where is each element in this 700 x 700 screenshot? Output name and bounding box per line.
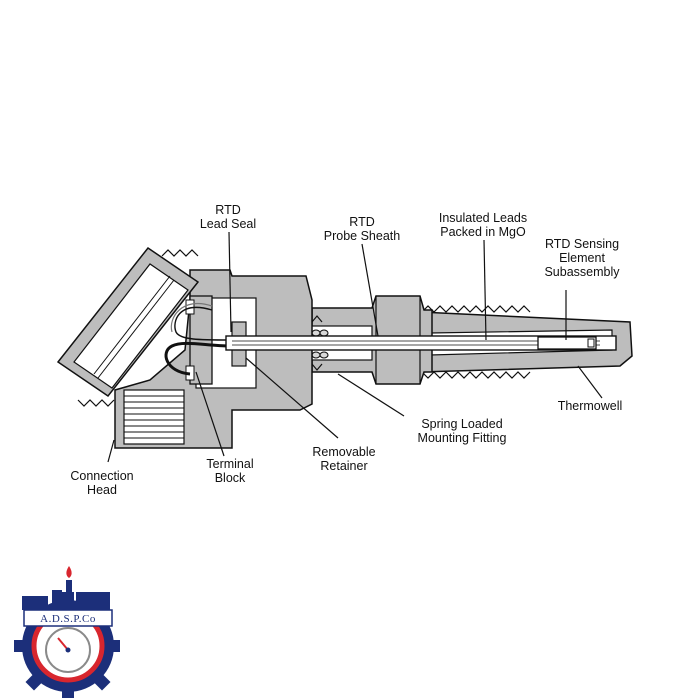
svg-text:Lead Seal: Lead Seal — [200, 217, 256, 231]
svg-text:Spring Loaded: Spring Loaded — [421, 417, 502, 431]
logo-text: A.D.S.P.Co — [40, 613, 96, 625]
svg-text:Insulated Leads: Insulated Leads — [439, 211, 527, 225]
label-terminal-block: Terminal Block — [206, 457, 253, 485]
label-rtd-probe-sheath: RTD Probe Sheath — [324, 215, 400, 243]
svg-text:Head: Head — [87, 483, 117, 497]
rtd-probe-sheath — [225, 321, 617, 367]
label-spring-loaded-fitting: Spring Loaded Mounting Fitting — [418, 417, 507, 445]
label-connection-head: Connection Head — [70, 469, 133, 497]
connection-head — [56, 246, 313, 449]
label-rtd-lead-seal: RTD Lead Seal — [200, 203, 256, 231]
gauge-icon — [45, 627, 91, 673]
svg-text:Thermowell: Thermowell — [558, 399, 623, 413]
factory-icon — [22, 566, 110, 610]
svg-text:Terminal: Terminal — [206, 457, 253, 471]
svg-text:RTD: RTD — [215, 203, 240, 217]
svg-text:Retainer: Retainer — [320, 459, 367, 473]
svg-text:RTD Sensing: RTD Sensing — [545, 237, 619, 251]
label-insulated-leads: Insulated Leads Packed in MgO — [439, 211, 527, 239]
svg-text:Connection: Connection — [70, 469, 133, 483]
lead-wires — [164, 303, 231, 376]
svg-text:Probe Sheath: Probe Sheath — [324, 229, 400, 243]
leader-lines — [107, 231, 603, 463]
svg-text:Block: Block — [215, 471, 246, 485]
svg-text:Removable: Removable — [312, 445, 375, 459]
rtd-sensing-element — [537, 336, 597, 350]
svg-text:Mounting Fitting: Mounting Fitting — [418, 431, 507, 445]
label-thermowell: Thermowell — [558, 399, 623, 413]
label-rtd-sensing-element: RTD Sensing Element Subassembly — [544, 237, 620, 279]
svg-text:RTD: RTD — [349, 215, 374, 229]
svg-text:Element: Element — [559, 251, 605, 265]
svg-text:Subassembly: Subassembly — [544, 265, 620, 279]
company-logo: A.D.S.P.Co — [14, 566, 120, 698]
label-removable-retainer: Removable Retainer — [312, 445, 375, 473]
svg-text:Packed in MgO: Packed in MgO — [440, 225, 526, 239]
